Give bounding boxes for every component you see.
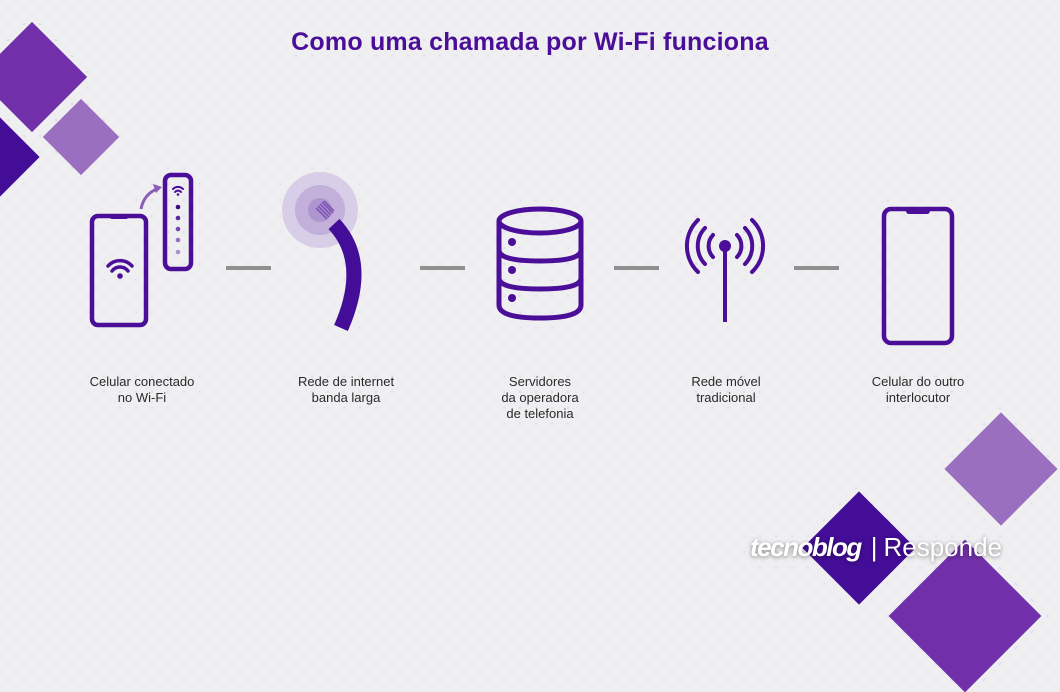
step-label: Celular conectado no Wi-Fi: [89, 374, 195, 405]
logo-brand: tecnoblog: [750, 532, 862, 562]
step-label: Celular do outro interlocutor: [871, 374, 965, 405]
step-label: Rede de internet banda larga: [297, 374, 395, 405]
step-label: Rede móvel tradicional: [691, 374, 761, 405]
page-title: Como uma chamada por Wi-Fi funciona: [291, 28, 769, 56]
logo-subtitle: Responde: [883, 532, 1003, 562]
logo-separator: |: [870, 532, 878, 562]
phone-wifi-router-icon: [89, 172, 194, 328]
database-server-icon: [496, 206, 584, 321]
cell-tower-antenna-icon: [684, 218, 766, 322]
connector-line: [226, 266, 271, 270]
tecnoblog-logo: tecnoblog |Responde: [750, 532, 1002, 563]
connector-line: [614, 266, 659, 270]
step-label: Servidores da operadora de telefonia: [501, 374, 579, 421]
decorative-diamond-light: [944, 412, 1058, 526]
smartphone-icon: [881, 206, 955, 346]
connector-line: [794, 266, 839, 270]
broadband-cable-icon: [282, 172, 362, 332]
decorative-diamond-light: [42, 98, 120, 176]
connector-line: [420, 266, 465, 270]
